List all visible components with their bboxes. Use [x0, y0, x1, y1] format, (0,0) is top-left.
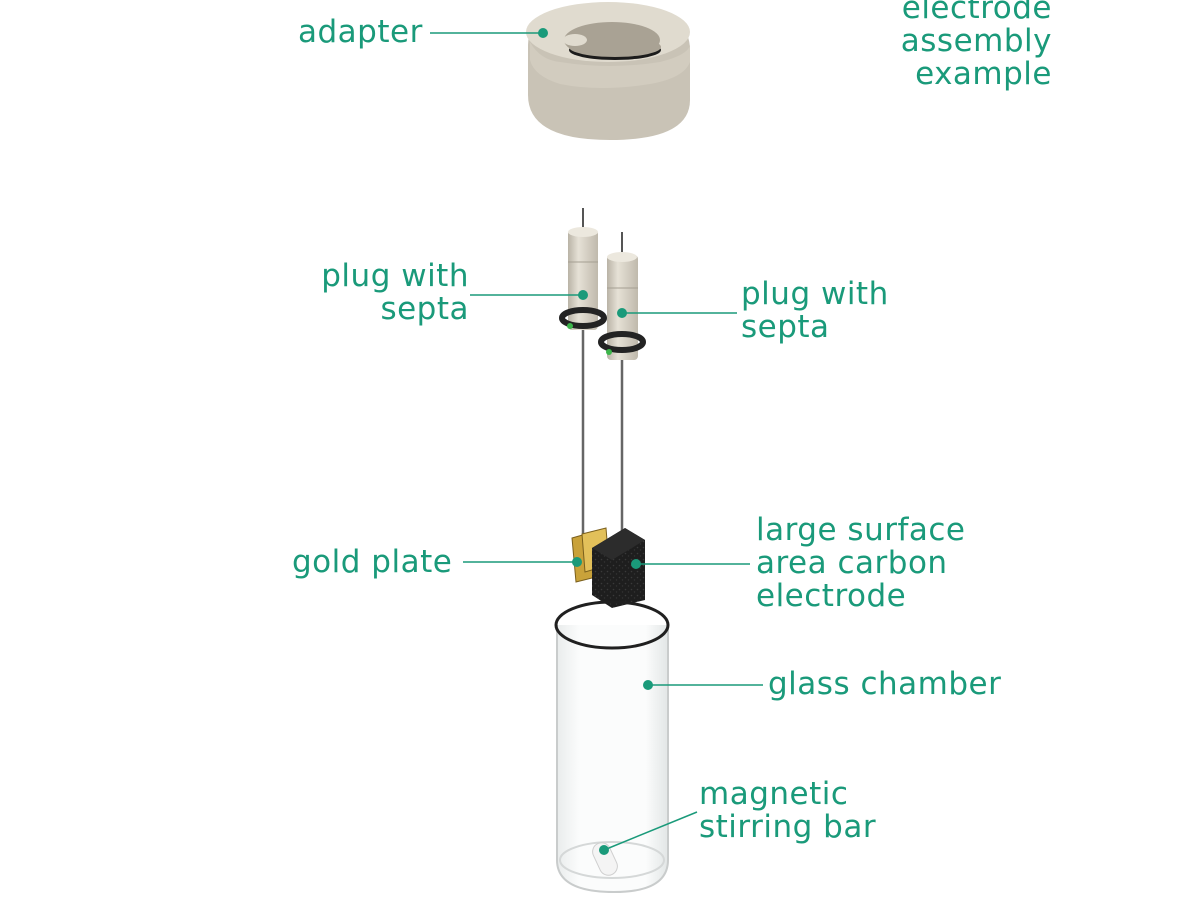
- stirring-bar-label: magnetic stirring bar: [699, 776, 877, 845]
- plug-with-septa-right: [598, 232, 646, 540]
- plug-right-label: plug with septa: [741, 276, 889, 345]
- title-label: electrode assembly example: [901, 0, 1052, 91]
- carbon-electrode-part: [592, 528, 645, 608]
- carbon-electrode-label: large surface area carbon electrode: [756, 512, 966, 614]
- title-line-1: electrode: [901, 0, 1052, 26]
- adapter-label: adapter: [298, 14, 423, 50]
- glass-chamber-label: glass chamber: [768, 666, 1002, 702]
- gold-plate-label: gold plate: [292, 544, 453, 580]
- leader-lines: [430, 28, 763, 855]
- title-line-2: assembly: [900, 23, 1052, 59]
- magnetic-stirring-bar-part: [592, 842, 618, 876]
- plug-left-label: plug with septa: [321, 258, 469, 327]
- adapter-part: [526, 2, 690, 140]
- title-line-3: example: [915, 56, 1052, 92]
- plug-with-septa-left: [559, 208, 607, 535]
- leader-stirring-bar: [603, 811, 698, 851]
- glass-chamber-part: [554, 600, 670, 894]
